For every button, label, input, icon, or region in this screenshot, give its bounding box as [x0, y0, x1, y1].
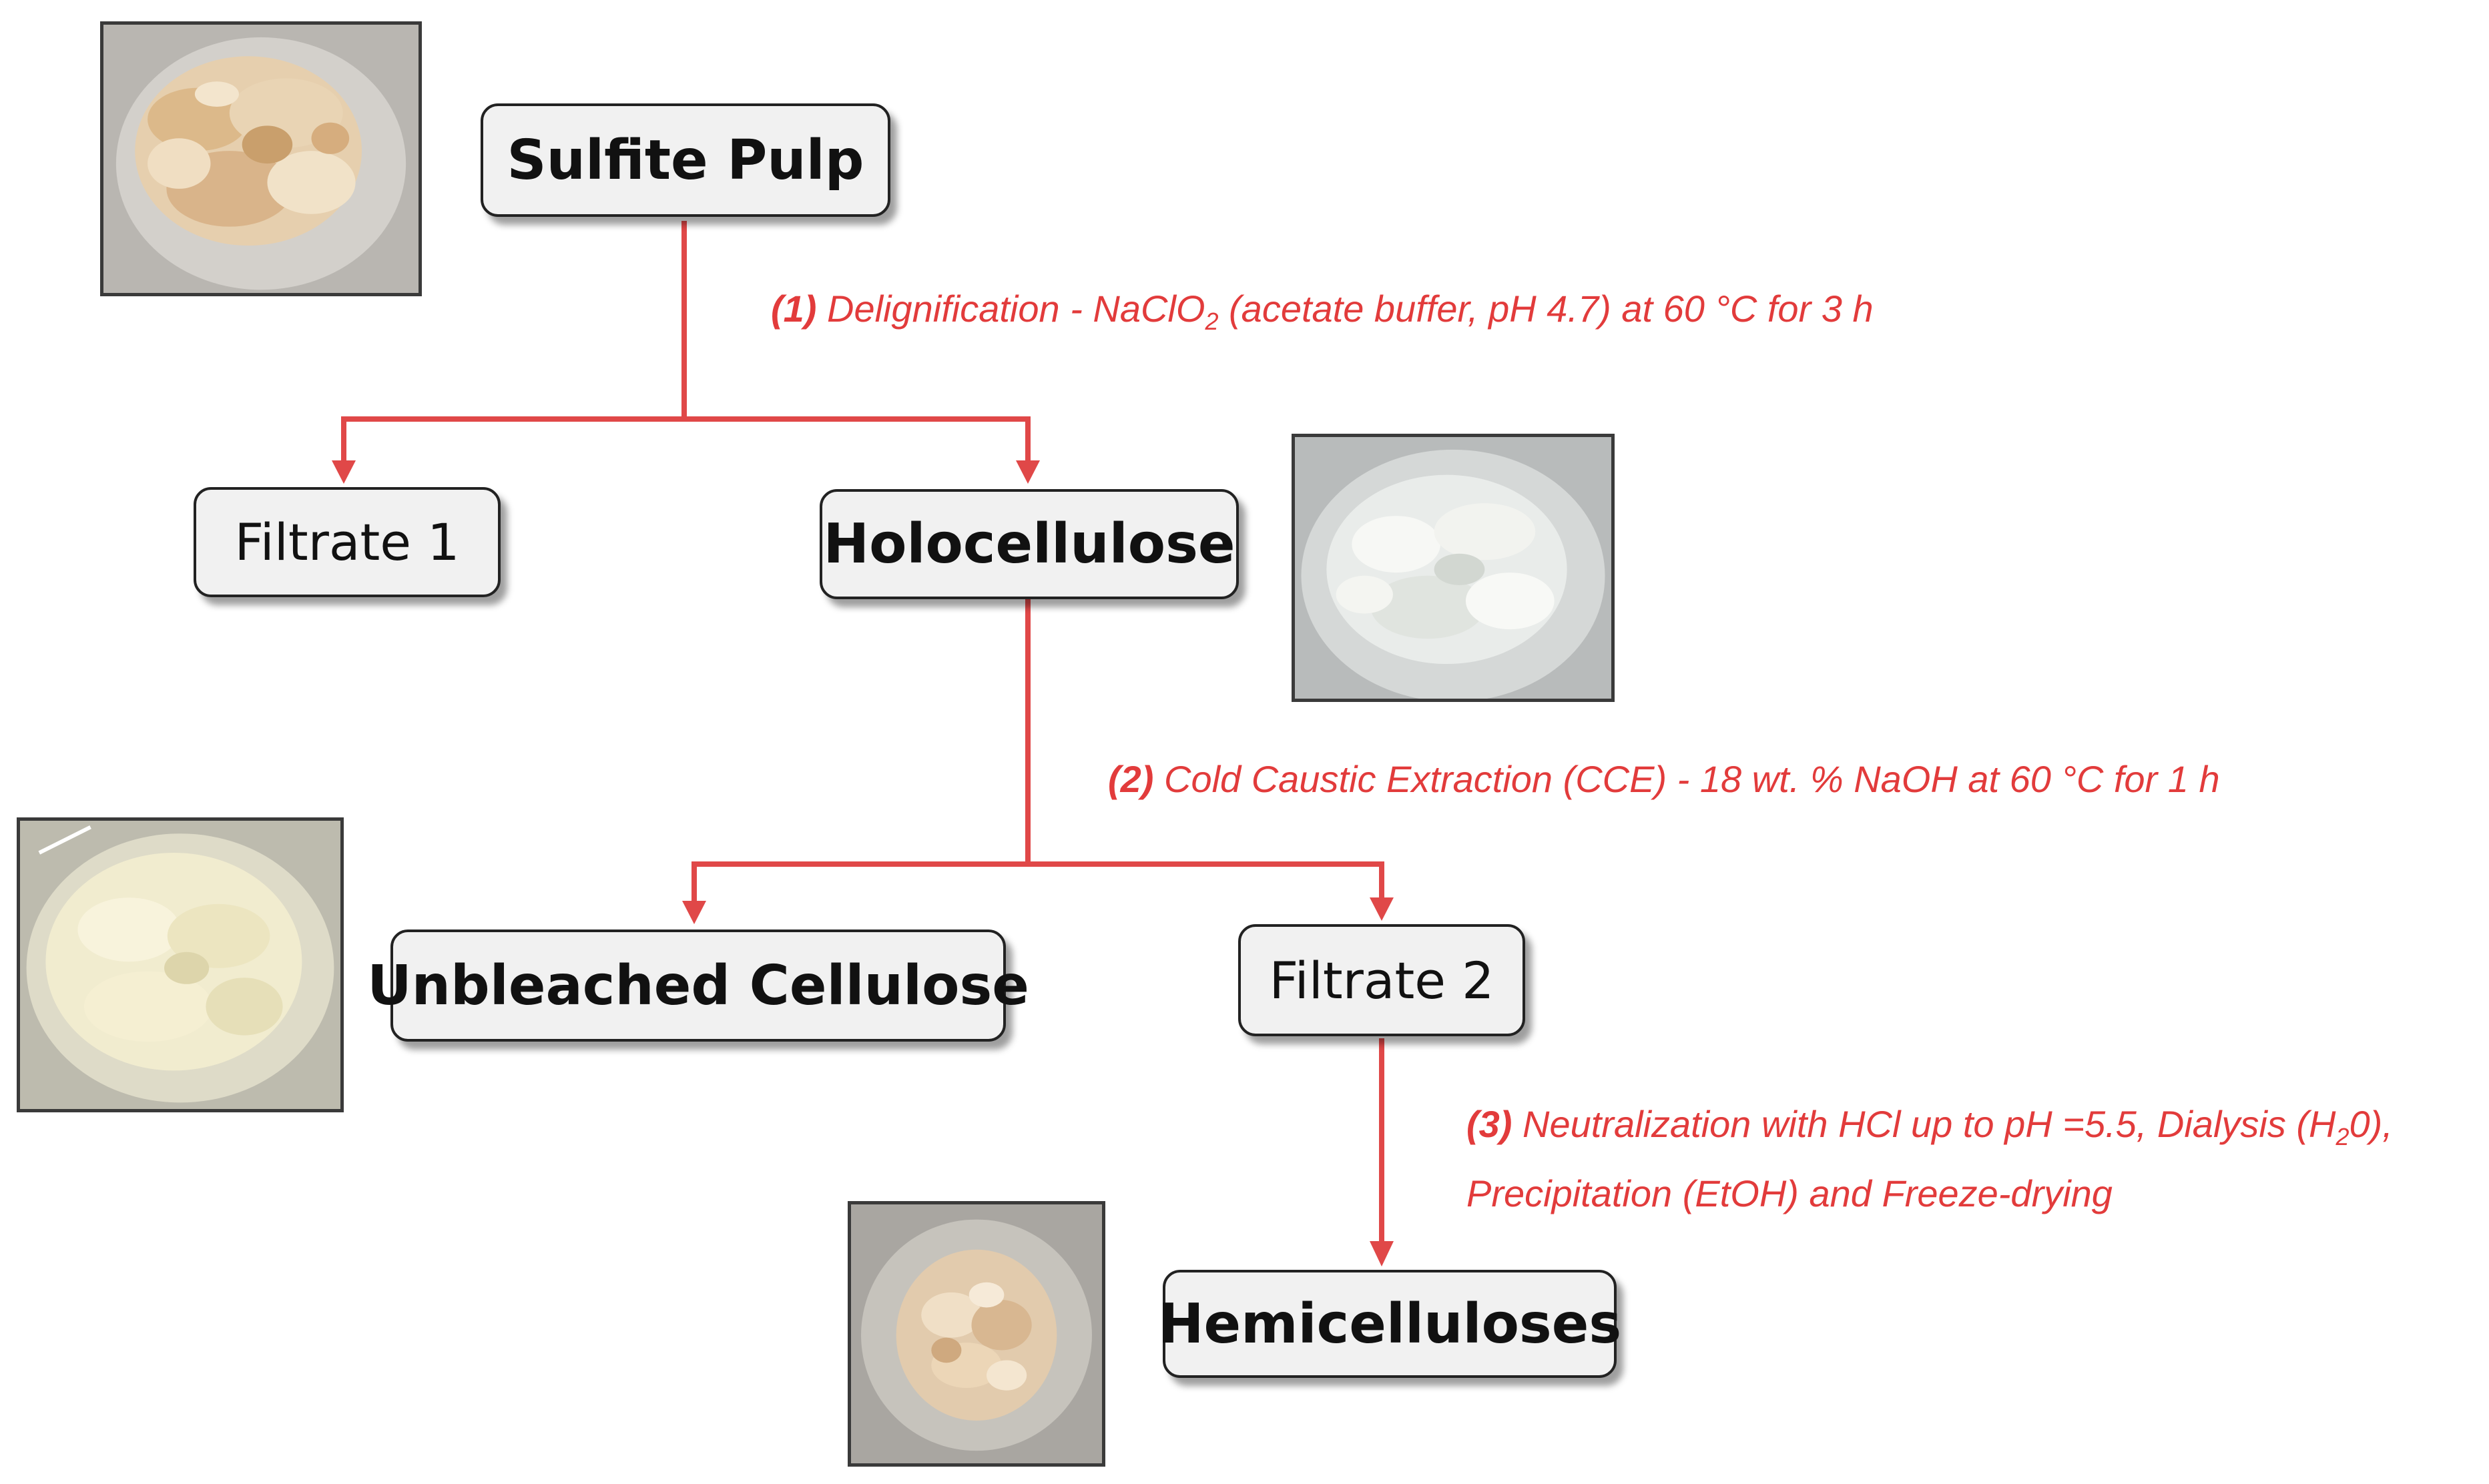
unbleached-cellulose-box: Unbleached Cellulose — [390, 930, 1006, 1042]
sulfite-pulp-box: Sulfite Pulp — [481, 103, 890, 217]
arrowhead — [682, 901, 706, 924]
step-1-annotation: (1) Delignification - NaClO2 (acetate bu… — [771, 287, 1874, 336]
step-1-text: Delignification - NaClO — [816, 288, 1205, 330]
hemicelluloses-box: Hemicelluloses — [1163, 1270, 1617, 1378]
step-1-subscript: 2 — [1205, 308, 1218, 335]
hemicelluloses-label: Hemicelluloses — [1158, 1292, 1621, 1356]
step-1-text-cont: (acetate buffer, pH 4.7) at 60 °C for 3 … — [1218, 288, 1873, 330]
step-3-text-cont: 0), — [2349, 1103, 2393, 1145]
step-3-line-1: (3) Neutralization with HCl up to pH =5.… — [1466, 1096, 2393, 1165]
filtrate-2-label: Filtrate 2 — [1269, 951, 1494, 1010]
holocellulose-photo — [1292, 434, 1615, 702]
step-3-line-2: Precipitation (EtOH) and Freeze-drying — [1466, 1165, 2393, 1222]
unbleached-cellulose-label: Unbleached Cellulose — [367, 954, 1029, 1018]
arrowhead — [1370, 897, 1394, 921]
unbleached-cellulose-photo — [17, 817, 344, 1112]
arrowhead — [1370, 1241, 1394, 1266]
arrowhead — [332, 460, 356, 484]
step-3-number: (3) — [1466, 1103, 1512, 1145]
holocellulose-box: Holocellulose — [820, 489, 1239, 599]
step-2-number: (2) — [1108, 758, 1153, 800]
step-2-text: Cold Caustic Extraction (CCE) - 18 wt. %… — [1153, 758, 2219, 800]
step-2-annotation: (2) Cold Caustic Extraction (CCE) - 18 w… — [1108, 757, 2220, 801]
arrowhead — [1016, 460, 1040, 484]
sulfite-pulp-photo — [100, 21, 422, 296]
filtrate-2-box: Filtrate 2 — [1238, 924, 1525, 1036]
step-3-text: Neutralization with HCl up to pH =5.5, D… — [1512, 1103, 2335, 1145]
step-3-annotation: (3) Neutralization with HCl up to pH =5.… — [1466, 1096, 2393, 1222]
step-3-subscript: 2 — [2335, 1123, 2349, 1150]
filtrate-1-box: Filtrate 1 — [194, 487, 501, 597]
sulfite-pulp-label: Sulfite Pulp — [507, 129, 864, 192]
hemicelluloses-photo — [848, 1201, 1105, 1467]
holocellulose-label: Holocellulose — [823, 512, 1235, 576]
filtrate-1-label: Filtrate 1 — [234, 512, 459, 572]
step-1-number: (1) — [771, 288, 816, 330]
